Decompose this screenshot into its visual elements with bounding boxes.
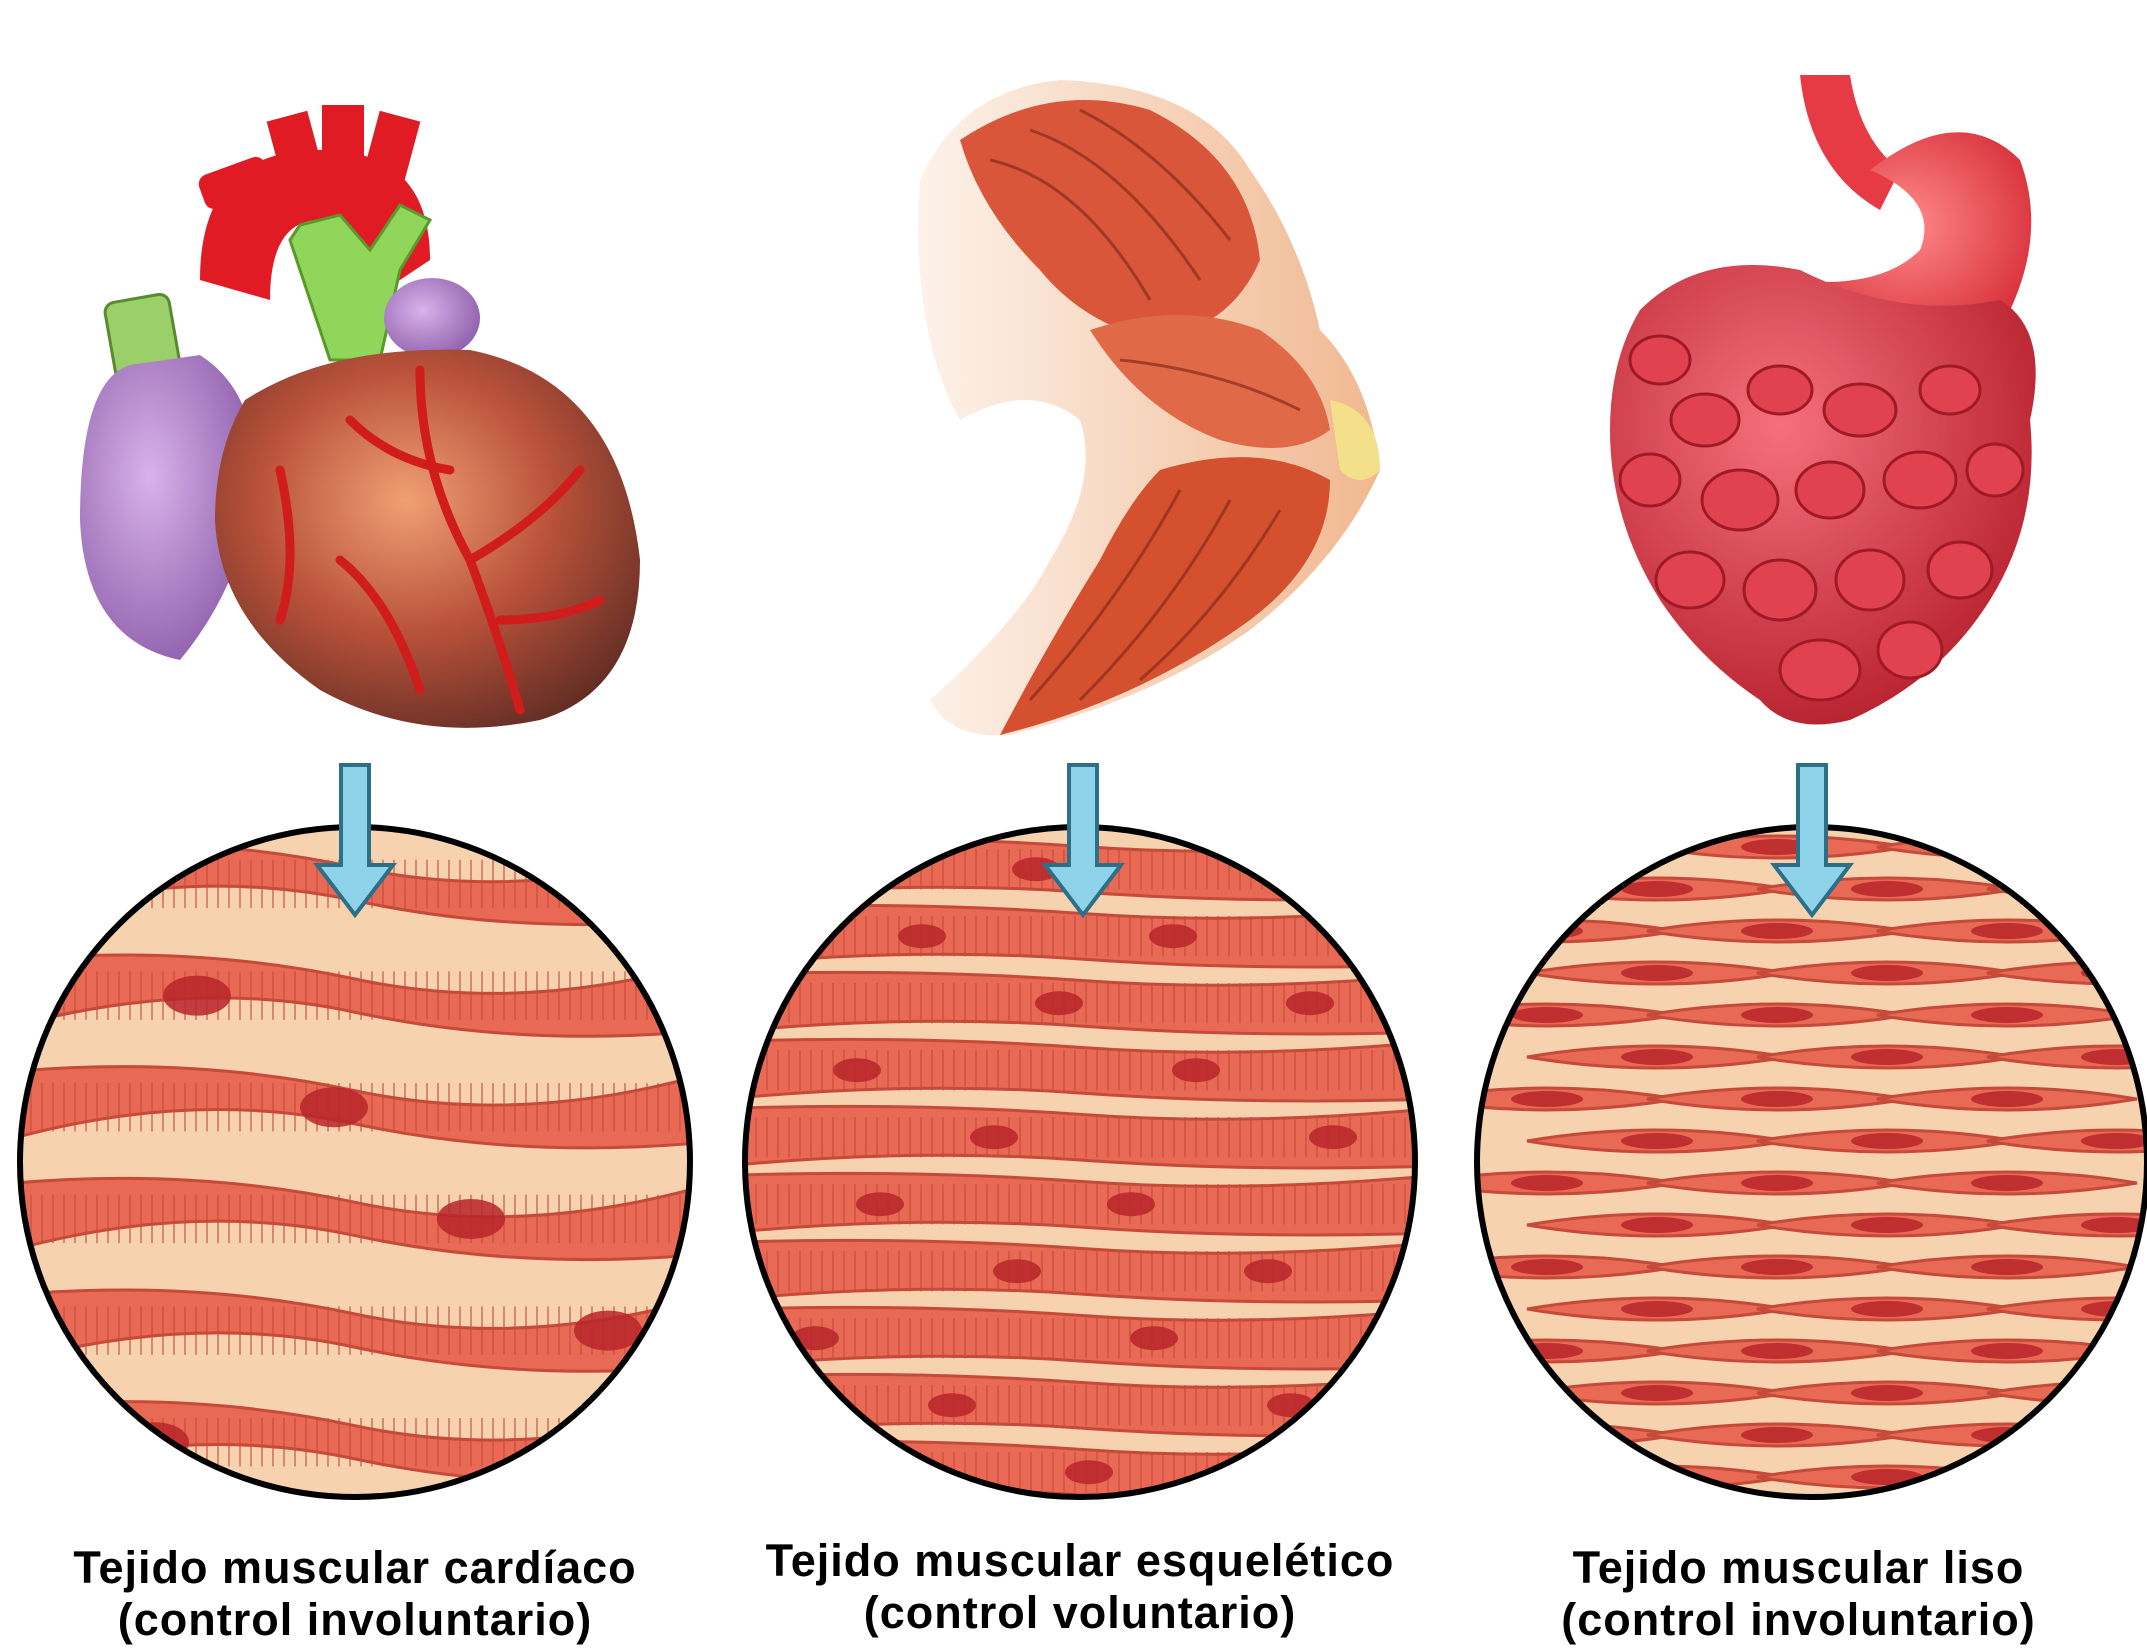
nucleus xyxy=(1851,1217,1923,1233)
tissue-circle-smooth xyxy=(1417,827,2147,1497)
nucleus xyxy=(1065,1460,1113,1484)
arm-illustration xyxy=(918,80,1380,736)
nucleus xyxy=(970,1125,1018,1149)
nucleus xyxy=(1511,839,1583,855)
caption-cardiac: Tejido muscular cardíaco (control involu… xyxy=(0,1542,710,1646)
nucleus xyxy=(814,1460,862,1484)
nucleus xyxy=(1851,965,1923,981)
nucleus xyxy=(1971,923,2043,939)
nucleus xyxy=(928,1393,976,1417)
nucleus xyxy=(1851,881,1923,897)
nucleus xyxy=(1511,1007,1583,1023)
smooth-muscle-cell xyxy=(1987,1466,2147,1488)
caption-cardiac-title: Tejido muscular cardíaco xyxy=(0,1542,710,1594)
caption-skeletal: Tejido muscular esquelético (control vol… xyxy=(710,1535,1450,1639)
nucleus xyxy=(1130,1326,1178,1350)
nucleus xyxy=(1621,1301,1693,1317)
nucleus xyxy=(300,1087,368,1127)
tissue-circle-skeletal xyxy=(725,827,1435,1503)
nucleus xyxy=(1741,1091,1813,1107)
nucleus xyxy=(2081,881,2147,897)
caption-skeletal-title: Tejido muscular esquelético xyxy=(710,1535,1450,1587)
nucleus xyxy=(1971,839,2043,855)
nucleus xyxy=(761,857,809,881)
nucleus xyxy=(163,976,231,1016)
nucleus xyxy=(26,864,94,904)
intestines-illustration xyxy=(1610,75,2036,725)
nucleus xyxy=(1851,1301,1923,1317)
nucleus xyxy=(1172,1058,1220,1082)
nucleus xyxy=(1741,923,1813,939)
nucleus xyxy=(1741,1259,1813,1275)
tissue-circle-cardiac xyxy=(0,827,710,1497)
nucleus xyxy=(2081,1469,2147,1485)
nucleus xyxy=(1741,1427,1813,1443)
caption-smooth: Tejido muscular liso (control involuntar… xyxy=(1450,1542,2147,1646)
nucleus xyxy=(898,924,946,948)
caption-cardiac-subtitle: (control involuntario) xyxy=(0,1594,710,1646)
nucleus xyxy=(1741,1343,1813,1359)
nucleus xyxy=(1511,1259,1583,1275)
nucleus xyxy=(1286,991,1334,1015)
nucleus xyxy=(1971,1259,2043,1275)
caption-smooth-title: Tejido muscular liso xyxy=(1450,1542,2147,1594)
nucleus xyxy=(1309,1125,1357,1149)
nucleus xyxy=(993,1259,1041,1283)
nucleus xyxy=(1971,1343,2043,1359)
nucleus xyxy=(437,1199,505,1239)
nucleus xyxy=(1741,1007,1813,1023)
smooth-muscle-cell xyxy=(1417,836,1677,858)
nucleus xyxy=(1971,1007,2043,1023)
nucleus xyxy=(1621,1217,1693,1233)
nucleus xyxy=(856,1192,904,1216)
nucleus xyxy=(1621,965,1693,981)
nucleus xyxy=(1244,1259,1292,1283)
nucleus xyxy=(1971,1175,2043,1191)
nucleus xyxy=(1971,1091,2043,1107)
caption-smooth-subtitle: (control involuntario) xyxy=(1450,1594,2147,1646)
nucleus xyxy=(574,1311,642,1351)
nucleus xyxy=(1149,924,1197,948)
nucleus xyxy=(1621,1049,1693,1065)
nucleus xyxy=(1621,1385,1693,1401)
nucleus xyxy=(1511,1175,1583,1191)
heart-illustration xyxy=(80,105,640,728)
nucleus xyxy=(1035,991,1083,1015)
nucleus xyxy=(1621,881,1693,897)
nucleus xyxy=(1741,1175,1813,1191)
nucleus xyxy=(1851,1049,1923,1065)
nucleus xyxy=(1851,1133,1923,1149)
nucleus xyxy=(2081,1385,2147,1401)
nucleus xyxy=(1621,1133,1693,1149)
nucleus xyxy=(1851,1385,1923,1401)
nucleus xyxy=(1107,1192,1155,1216)
caption-skeletal-subtitle: (control voluntario) xyxy=(710,1587,1450,1639)
nucleus xyxy=(1511,1427,1583,1443)
nucleus xyxy=(1511,1343,1583,1359)
nucleus xyxy=(1511,1091,1583,1107)
nucleus xyxy=(833,1058,881,1082)
